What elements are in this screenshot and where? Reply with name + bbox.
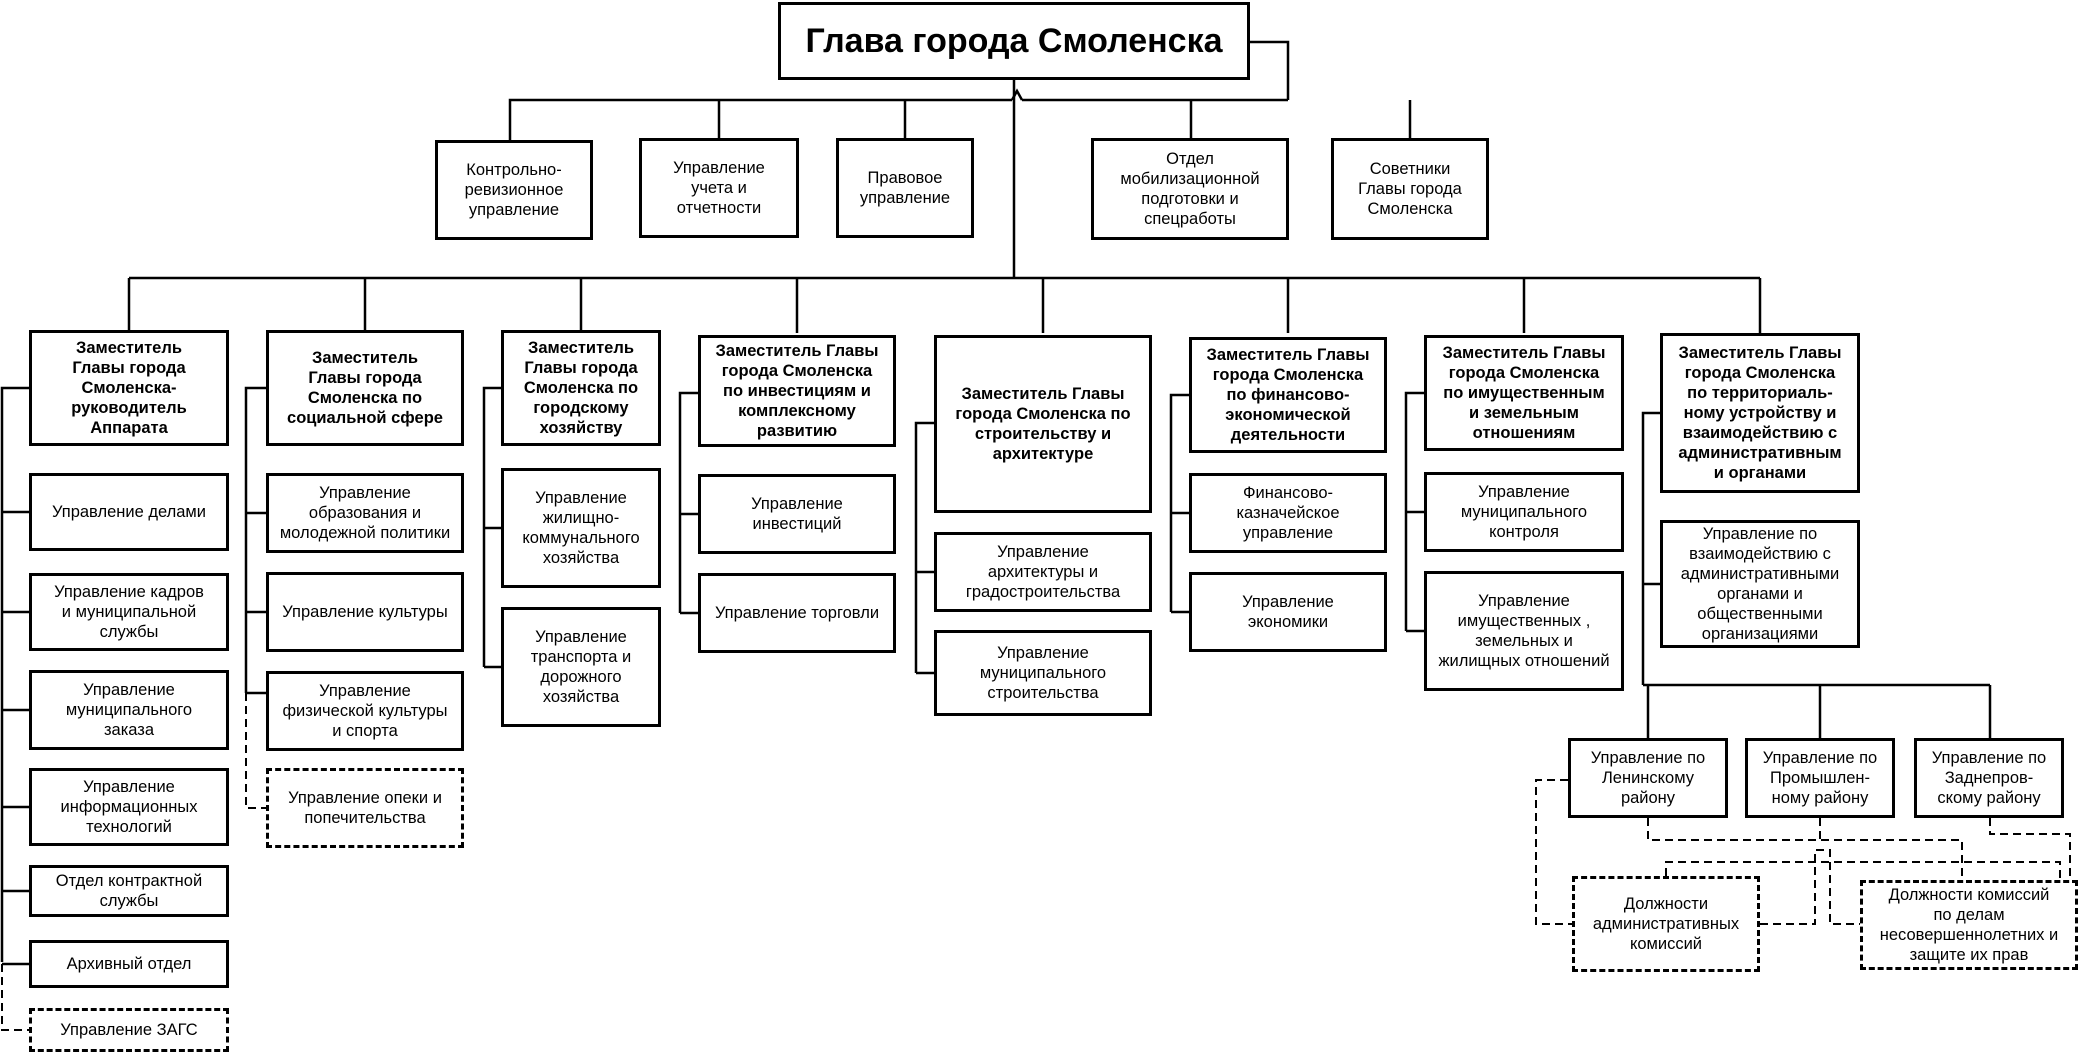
unit-label: Управление муниципального строительства [979, 644, 1107, 702]
direct-unit-advisors: Советники Главы города Смоленска [1331, 138, 1489, 240]
unit-it: Управление информационных технологий [29, 768, 229, 846]
commission-label: Должности административных комиссий [1592, 895, 1740, 953]
admin-commissions: Должности административных комиссий [1572, 876, 1760, 972]
unit-label: Архивный отдел [66, 955, 192, 973]
unit-label: Управление архитектуры и градостроительс… [965, 543, 1121, 601]
unit-public-relations: Управление по взаимодействию с администр… [1660, 520, 1860, 648]
district-promyshlenny: Управление по Промышлен- ному району [1745, 738, 1895, 818]
deputy-title: Заместитель Главы города Смоленска по им… [1442, 344, 1606, 442]
direct-unit-label: Правовое управление [859, 169, 951, 207]
unit-education: Управление образования и молодежной поли… [266, 473, 464, 553]
unit-label: Управление жилищно- коммунального хозяйс… [522, 489, 640, 567]
connector-line [508, 98, 1012, 140]
deputy-investment: Заместитель Главы города Смоленска по ин… [698, 335, 896, 447]
connector-line [1647, 818, 1963, 880]
deputy-title: Заместитель Главы города Смоленска по го… [523, 339, 639, 437]
unit-guardianship: Управление опеки и попечительства [266, 768, 464, 848]
deputy-title: Заместитель Главы города Смоленска по те… [1678, 344, 1842, 482]
unit-personnel: Управление кадров и муниципальной службы [29, 573, 229, 651]
unit-contract-service: Отдел контрактной службы [29, 865, 229, 917]
unit-procurement: Управление муниципального заказа [29, 670, 229, 750]
direct-unit-mobilization: Отдел мобилизационной подготовки и спецр… [1091, 138, 1289, 240]
district-zadneprovsky: Управление по Заднепров- скому району [1914, 738, 2064, 818]
deputy-construction: Заместитель Главы города Смоленска по ст… [934, 335, 1152, 513]
connector-line [1641, 411, 1660, 685]
deputy-social: Заместитель Главы города Смоленска по со… [266, 330, 464, 446]
unit-label: Управление транспорта и дорожного хозяйс… [530, 628, 632, 706]
unit-label: Управление образования и молодежной поли… [279, 484, 451, 542]
unit-label: Финансово- казначейское управление [1236, 484, 1340, 542]
connector-line [1, 964, 29, 1031]
unit-label: Управление физической культуры и спорта [282, 682, 448, 740]
connector-line [1760, 849, 1860, 925]
deputy-apparatus: Заместитель Главы города Смоленска- руко… [29, 330, 229, 446]
deputy-title: Заместитель Главы города Смоленска- руко… [71, 339, 187, 437]
deputy-property: Заместитель Главы города Смоленска по им… [1424, 335, 1624, 451]
unit-label: Отдел контрактной службы [55, 872, 203, 910]
district-label: Управление по Промышлен- ному району [1762, 749, 1878, 807]
deputy-title: Заместитель Главы города Смоленска по ин… [715, 342, 879, 440]
unit-registry-office: Управление ЗАГС [29, 1008, 229, 1052]
connector-line [678, 391, 698, 613]
unit-label: Управление имущественных , земельных и ж… [1438, 592, 1610, 670]
unit-investment: Управление инвестиций [698, 474, 896, 554]
district-label: Управление по Ленинскому району [1590, 749, 1706, 807]
district-label: Управление по Заднепров- скому району [1931, 749, 2047, 807]
unit-affairs: Управление делами [29, 473, 229, 551]
connector-line [482, 386, 501, 667]
unit-label: Управление кадров и муниципальной службы [54, 583, 204, 641]
juvenile-commissions: Должности комиссий по делам несовершенно… [1860, 880, 2078, 970]
connector-line [0, 386, 29, 962]
unit-label: Управление экономики [1242, 593, 1334, 631]
connector-line [1250, 40, 1290, 100]
deputy-finance: Заместитель Главы города Смоленска по фи… [1189, 337, 1387, 453]
unit-transport: Управление транспорта и дорожного хозяйс… [501, 607, 661, 727]
head-box: Глава города Смоленска [778, 2, 1250, 80]
unit-municipal-control: Управление муниципального контроля [1424, 472, 1624, 552]
unit-label: Управление ЗАГС [60, 1021, 198, 1039]
unit-label: Управление культуры [282, 603, 448, 621]
unit-label: Управление муниципального контроля [1460, 483, 1588, 541]
connector-line [1535, 779, 1572, 925]
direct-unit-label: Отдел мобилизационной подготовки и спецр… [1120, 150, 1260, 228]
district-leninsky: Управление по Ленинскому району [1568, 738, 1728, 818]
deputy-title: Заместитель Главы города Смоленска по ст… [955, 385, 1131, 463]
direct-unit-label: Контрольно- ревизионное управление [464, 161, 564, 219]
unit-municipal-construction: Управление муниципального строительства [934, 630, 1152, 716]
unit-trade: Управление торговли [698, 573, 896, 653]
deputy-city-economy: Заместитель Главы города Смоленска по го… [501, 330, 661, 446]
deputy-territorial: Заместитель Главы города Смоленска по те… [1660, 333, 1860, 493]
direct-unit-audit: Контрольно- ревизионное управление [435, 140, 593, 240]
unit-housing-utilities: Управление жилищно- коммунального хозяйс… [501, 468, 661, 588]
unit-architecture: Управление архитектуры и градостроительс… [934, 532, 1152, 612]
connector-line [1404, 391, 1424, 631]
unit-archive: Архивный отдел [29, 940, 229, 988]
unit-label: Управление инвестиций [751, 495, 843, 533]
connector-line [1665, 861, 2061, 880]
unit-label: Управление опеки и попечительства [288, 789, 442, 827]
connector-line [244, 386, 266, 693]
head-title: Глава города Смоленска [805, 22, 1223, 60]
direct-unit-legal: Правовое управление [836, 138, 974, 238]
unit-culture: Управление культуры [266, 572, 464, 652]
direct-unit-label: Управление учета и отчетности [673, 159, 765, 217]
connector-line [1169, 393, 1189, 612]
unit-sports: Управление физической культуры и спорта [266, 671, 464, 751]
unit-label: Управление по взаимодействию с администр… [1680, 525, 1840, 643]
connector-line [245, 693, 266, 809]
unit-property-relations: Управление имущественных , земельных и ж… [1424, 571, 1624, 691]
direct-unit-accounting: Управление учета и отчетности [639, 138, 799, 238]
deputy-title: Заместитель Главы города Смоленска по со… [287, 349, 443, 427]
unit-label: Управление делами [52, 503, 206, 521]
unit-treasury: Финансово- казначейское управление [1189, 473, 1387, 553]
unit-label: Управление торговли [714, 604, 880, 622]
commission-label: Должности комиссий по делам несовершенно… [1879, 886, 2059, 964]
unit-label: Управление информационных технологий [60, 778, 198, 836]
unit-label: Управление муниципального заказа [65, 681, 193, 739]
direct-unit-label: Советники Главы города Смоленска [1358, 160, 1462, 218]
unit-economy: Управление экономики [1189, 572, 1387, 652]
deputy-title: Заместитель Главы города Смоленска по фи… [1206, 346, 1370, 444]
connector-line [914, 421, 934, 673]
